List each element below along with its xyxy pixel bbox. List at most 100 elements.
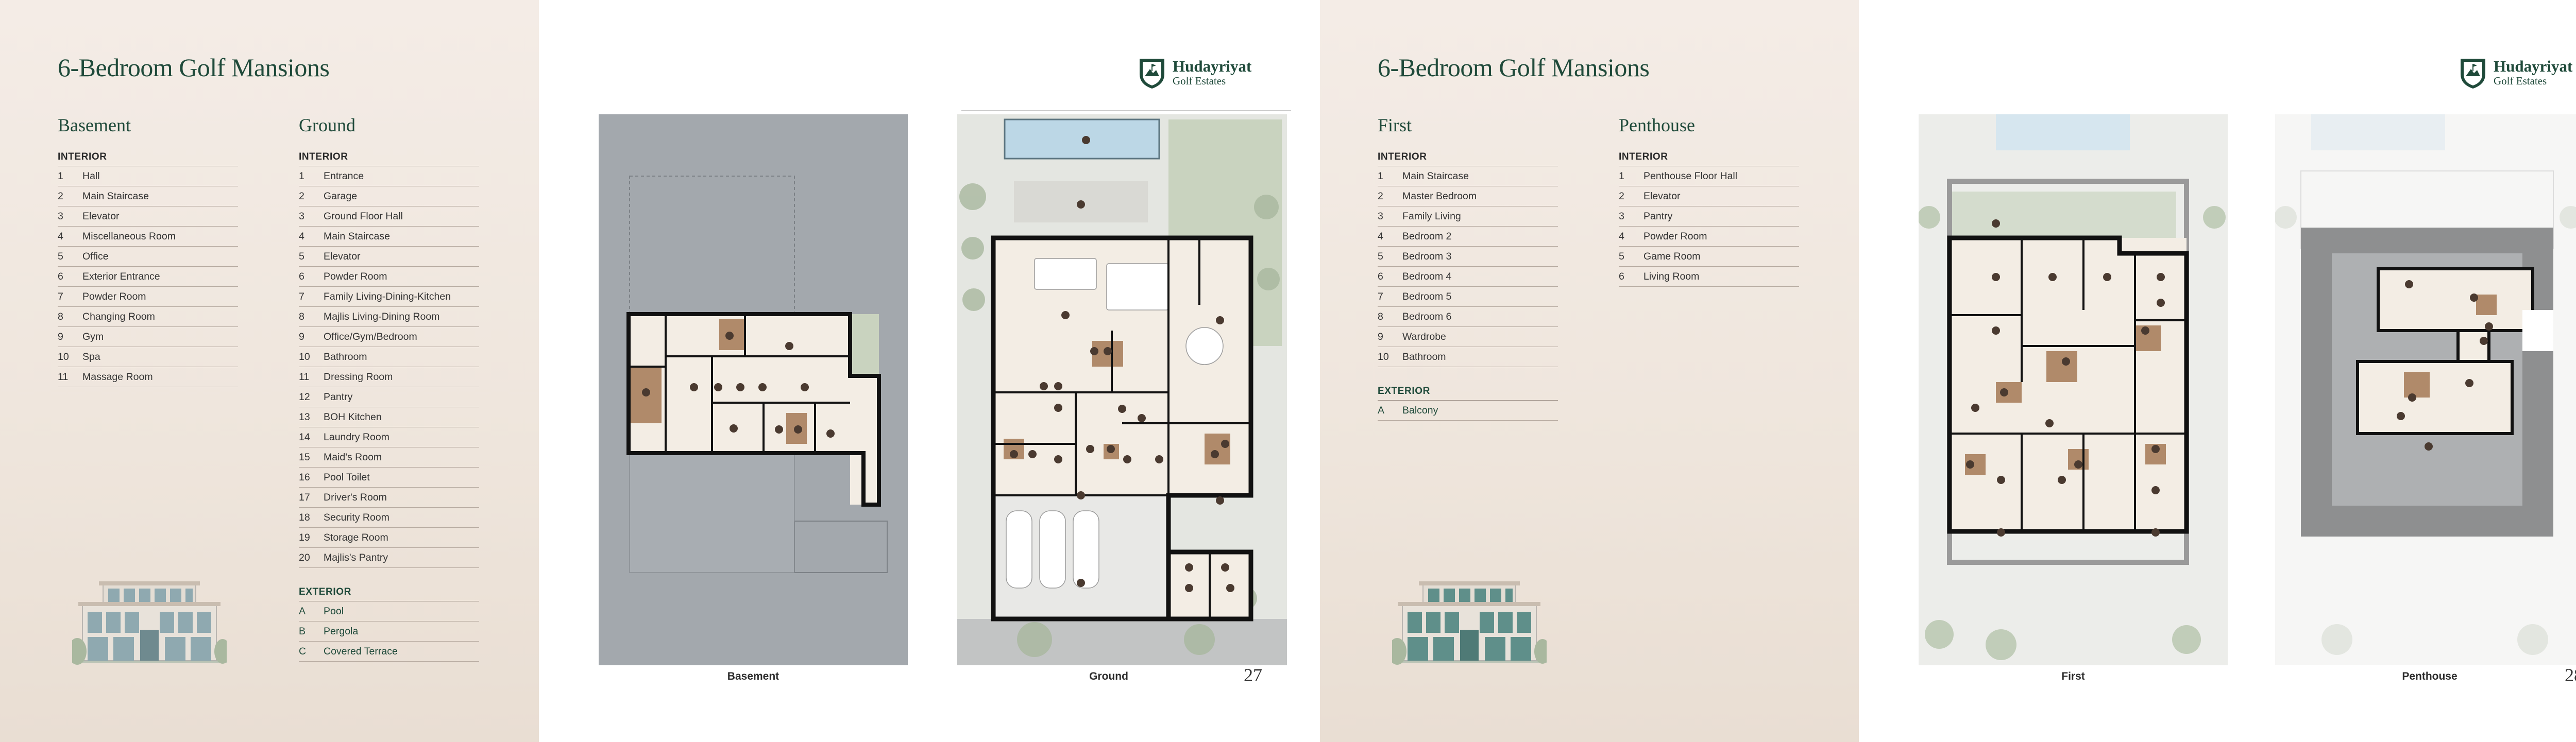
room-number: 4 — [1378, 231, 1383, 242]
room-name: Changing Room — [82, 311, 155, 322]
room-name: Security Room — [324, 512, 389, 523]
room-name: Elevator — [324, 251, 361, 262]
page-number: 27 — [1244, 665, 1262, 685]
room-number: 10 — [299, 351, 310, 363]
room-name: Pantry — [1643, 211, 1673, 222]
room-number: 4 — [1619, 231, 1624, 242]
room-number: 2 — [1378, 191, 1383, 202]
room-number: 8 — [1378, 311, 1383, 322]
brand-logo: Hudayriyat Golf Estates — [2459, 56, 2572, 90]
room-number: 9 — [58, 331, 63, 342]
room-name: Master Bedroom — [1402, 191, 1477, 202]
room-number: 20 — [299, 552, 310, 563]
room-number: 19 — [299, 532, 310, 543]
room-row: 1 Entrance — [299, 166, 479, 186]
room-name: Living Room — [1643, 271, 1700, 282]
room-number: B — [299, 626, 306, 637]
room-row: 3 Elevator — [58, 206, 238, 227]
room-name: Bedroom 6 — [1402, 311, 1452, 322]
room-name: Family Living-Dining-Kitchen — [324, 291, 451, 302]
room-row: 18 Security Room — [299, 508, 479, 528]
room-row: 2 Master Bedroom — [1378, 186, 1558, 206]
room-number: 3 — [1619, 211, 1624, 222]
room-name: Family Living — [1402, 211, 1461, 222]
room-number: A — [1378, 405, 1385, 416]
room-name: Miscellaneous Room — [82, 231, 176, 242]
room-name: Powder Room — [82, 291, 146, 302]
interior-label: INTERIOR — [1378, 151, 1558, 166]
room-row: 16 Pool Toilet — [299, 468, 479, 488]
plan-panel-27: Hudayriyat Golf Estates — [539, 0, 1320, 742]
room-number: 3 — [58, 211, 63, 222]
room-number: A — [299, 606, 306, 617]
room-number: 1 — [58, 170, 63, 182]
brand-logo: Hudayriyat Golf Estates — [1138, 56, 1251, 90]
interior-label: INTERIOR — [299, 151, 479, 166]
column-title: Penthouse — [1619, 115, 1695, 135]
room-name: Pergola — [324, 626, 359, 637]
room-number: 12 — [299, 391, 310, 403]
room-row: 10 Spa — [58, 347, 238, 367]
room-name: Driver's Room — [324, 492, 387, 503]
room-name: Covered Terrace — [324, 646, 398, 657]
column-title: Ground — [299, 115, 355, 135]
room-name: Elevator — [82, 211, 120, 222]
exterior-label: EXTERIOR — [299, 586, 479, 601]
room-number: 11 — [299, 371, 310, 383]
room-number: 7 — [299, 291, 304, 302]
exterior-row: A Balcony — [1378, 401, 1558, 421]
room-name: Massage Room — [82, 371, 153, 383]
crest-icon — [2461, 59, 2485, 89]
room-number: 4 — [299, 231, 304, 242]
room-name: Entrance — [324, 170, 364, 182]
room-name: Bedroom 3 — [1402, 251, 1452, 262]
mansion-elevation-illustration — [72, 581, 227, 665]
brand-subtitle: Golf Estates — [1173, 75, 1226, 87]
room-name: Pool Toilet — [324, 472, 370, 483]
room-name: Powder Room — [1643, 231, 1707, 242]
room-number: 2 — [299, 191, 304, 202]
first-floor-plan — [1919, 114, 2228, 665]
room-number: 5 — [58, 251, 63, 262]
interior-label: INTERIOR — [1619, 151, 1799, 166]
room-name: Spa — [82, 351, 100, 363]
ground-floor-plan — [957, 114, 1287, 665]
room-number: 16 — [299, 472, 310, 483]
room-number: 18 — [299, 512, 310, 523]
room-row: 7 Family Living-Dining-Kitchen — [299, 287, 479, 307]
page-title: 6-Bedroom Golf Mansions — [58, 53, 330, 82]
room-name: Main Staircase — [1402, 170, 1469, 182]
mansion-elevation-illustration — [1392, 581, 1547, 665]
room-number: 6 — [299, 271, 304, 282]
room-number: 7 — [1378, 291, 1383, 302]
room-number: 10 — [58, 351, 69, 363]
room-row: 8 Bedroom 6 — [1378, 307, 1558, 327]
room-number: 6 — [1378, 271, 1383, 282]
room-name: Office/Gym/Bedroom — [324, 331, 417, 342]
page-title: 6-Bedroom Golf Mansions — [1378, 53, 1650, 82]
room-name: Bedroom 2 — [1402, 231, 1452, 242]
room-name: Exterior Entrance — [82, 271, 160, 282]
room-number: 5 — [1619, 251, 1624, 262]
room-name: Balcony — [1402, 405, 1438, 416]
room-number: 1 — [299, 170, 304, 182]
